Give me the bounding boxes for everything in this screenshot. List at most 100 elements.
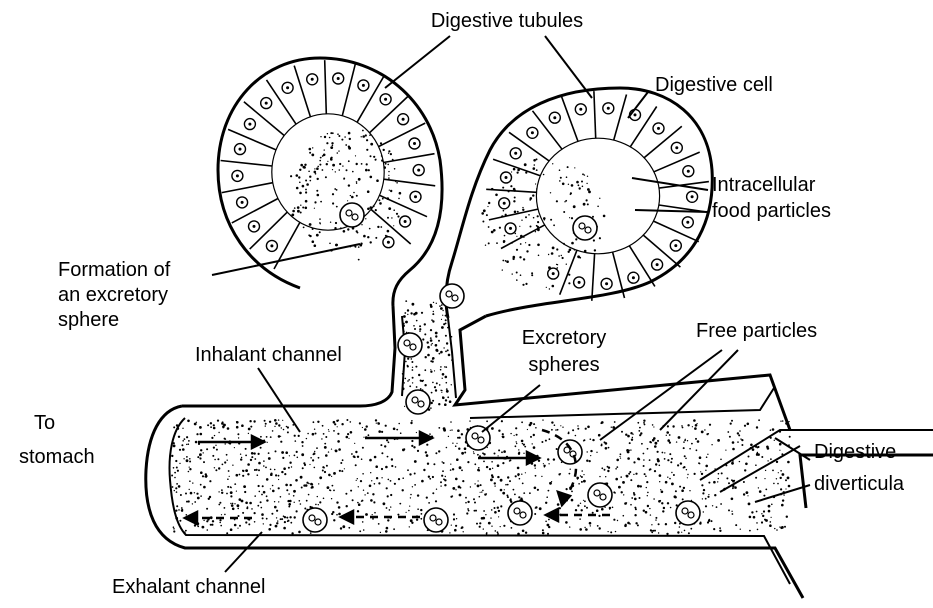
stipple-dot [771,517,772,518]
stipple-dot [455,478,458,481]
stipple-dot [300,212,302,214]
stipple-dot [603,215,606,218]
stipple-dot [707,454,708,455]
stipple-dot [316,447,318,449]
stipple-dot [581,481,583,483]
stipple-dot [354,443,355,444]
stipple-dot [174,472,176,474]
stipple-dot [432,400,434,402]
stipple-dot [218,432,219,433]
stipple-dot [250,426,252,428]
stipple-dot [272,430,274,432]
stipple-dot [711,444,712,445]
stipple-dot [705,470,706,471]
stipple-dot [707,496,709,498]
stipple-dot [299,500,301,502]
stipple-dot [543,463,544,464]
stipple-dot [206,448,208,450]
stipple-dot [419,325,421,327]
stipple-dot [518,452,520,454]
stipple-dot [276,517,277,518]
stipple-dot [577,425,578,426]
stipple-dot [311,487,313,489]
stipple-dot [309,176,311,178]
stipple-dot [213,447,215,449]
stipple-dot [397,215,399,217]
stipple-dot [244,491,246,493]
stipple-dot [317,166,319,168]
stipple-dot [488,242,490,244]
stipple-dot [194,423,197,426]
stipple-dot [385,466,388,469]
stipple-dot [298,176,300,178]
stipple-dot [173,530,175,532]
stipple-dot [511,171,512,172]
stipple-dot [505,260,507,262]
stipple-dot [732,480,735,483]
stipple-dot [240,454,241,455]
stipple-dot [294,435,296,437]
stipple-dot [681,532,682,533]
stipple-dot [623,494,624,495]
stipple-dot [325,436,327,438]
stipple-dot [569,526,570,527]
stipple-dot [192,482,193,483]
stipple-dot [269,524,271,526]
stipple-dot [481,212,484,215]
stipple-dot [516,441,517,442]
stipple-dot [324,136,326,138]
stipple-dot [272,485,274,487]
stipple-dot [706,456,708,458]
stipple-dot [491,526,492,527]
stipple-dot [445,399,447,401]
stipple-dot [442,378,443,379]
stipple-dot [569,217,570,218]
stipple-dot [500,479,503,482]
stipple-dot [467,508,469,510]
stipple-dot [535,427,537,429]
stipple-dot [657,451,659,453]
stipple-dot [661,502,663,504]
stipple-dot [314,171,317,174]
stipple-dot [647,492,649,494]
stipple-dot [784,526,786,528]
stipple-dot [375,419,377,421]
stipple-dot [179,449,181,451]
stipple-dot [684,439,686,441]
stipple-dot [712,505,713,506]
stipple-dot [653,426,654,427]
stipple-dot [398,198,400,200]
stipple-dot [199,457,201,459]
stipple-dot [616,466,618,468]
stipple-dot [566,176,568,178]
stipple-dot [666,435,667,436]
stipple-dot [275,474,277,476]
stipple-dot [430,337,432,339]
stipple-dot [319,218,321,220]
stipple-dot [217,420,219,422]
stipple-dot [497,464,500,467]
stipple-dot [708,482,710,484]
stipple-dot [638,430,640,432]
stipple-dot [310,457,312,459]
stipple-dot [618,486,621,489]
stipple-dot [302,467,304,469]
leader-excretory [482,385,540,432]
stipple-dot [285,484,288,487]
stipple-dot [571,242,574,245]
stipple-dot [318,504,319,505]
stipple-dot [461,527,463,529]
stipple-dot [511,527,513,529]
stipple-dot [682,427,684,429]
stipple-dot [318,457,320,459]
stipple-dot [361,224,362,225]
stipple-dot [586,199,588,201]
stipple-dot [424,369,426,371]
stipple-dot [369,459,372,462]
stipple-dot [345,144,347,146]
stipple-dot [667,459,669,461]
stipple-dot [779,450,780,451]
stipple-dot [536,169,538,171]
stipple-dot [306,500,308,502]
stipple-dot [188,471,190,473]
